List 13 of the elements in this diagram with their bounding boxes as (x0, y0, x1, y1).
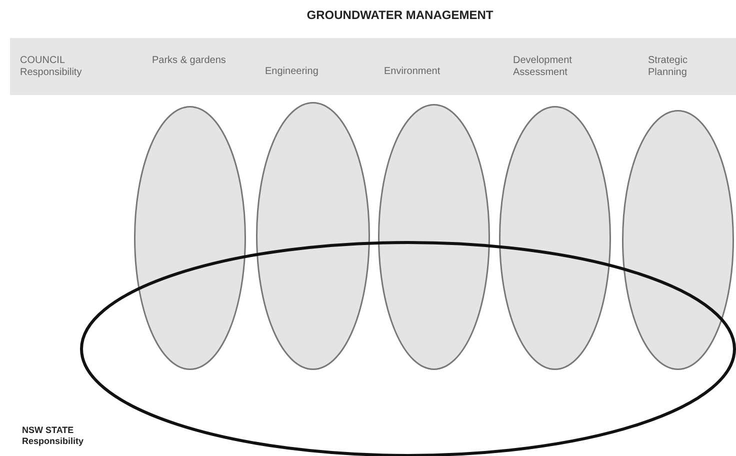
column-heading: Development Assessment (513, 55, 573, 79)
department-ellipse (622, 110, 734, 370)
column-heading: Environment (384, 66, 442, 78)
column-heading: COUNCIL Responsibility (20, 55, 83, 79)
column-heading: Strategic Planning (648, 55, 688, 79)
column-heading: Engineering (265, 66, 320, 78)
department-ellipse (256, 102, 370, 370)
group-label: NSW STATE Responsibility (22, 425, 85, 447)
department-ellipse (499, 106, 611, 370)
title: GROUNDWATER MANAGEMENT (306, 8, 494, 22)
column-heading: Parks & gardens (152, 55, 227, 67)
department-ellipse (378, 104, 490, 370)
department-ellipse (134, 106, 246, 370)
